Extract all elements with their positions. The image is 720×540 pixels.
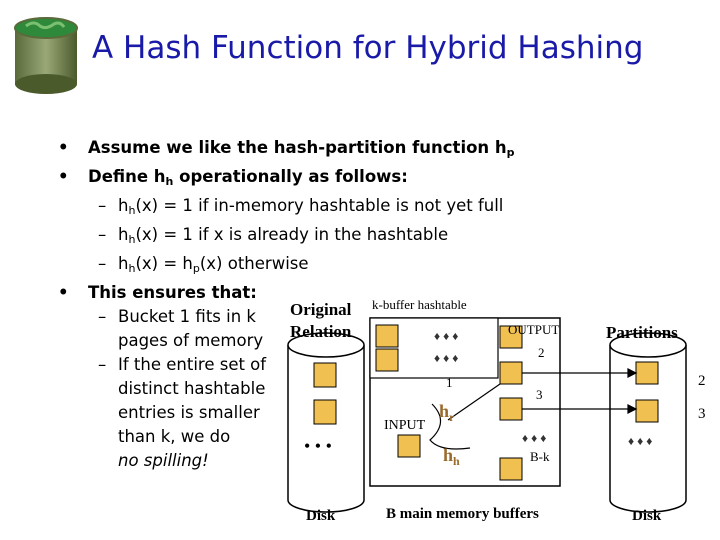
no-spilling-text: no spilling! (118, 451, 209, 470)
partitions-label: Partitions (606, 323, 678, 342)
output-number-2: 2 (538, 345, 545, 360)
svg-text:♦ ♦ ♦: ♦ ♦ ♦ (434, 351, 458, 365)
partition-number-2: 2 (698, 373, 706, 389)
slide-title: A Hash Function for Hybrid Hashing (92, 30, 644, 66)
bullet-2: •Define hh operationally as follows: (58, 167, 408, 188)
right-disk: ♦ ♦ ♦ (609, 332, 687, 513)
sub-bullet-3: –hh(x) = hp(x) otherwise (98, 254, 309, 275)
memory-label: B main memory buffers (386, 506, 539, 522)
ensure-item-2: –If the entire set of (98, 355, 267, 374)
database-logo-icon (14, 17, 78, 94)
ensure-item-1-cont: pages of memory (118, 331, 264, 350)
bullet-list: •Assume we like the hash-partition funct… (58, 136, 528, 473)
bk-label: B-k (530, 449, 550, 464)
svg-text:♦ ♦ ♦: ♦ ♦ ♦ (628, 434, 652, 448)
flow-arrows (522, 368, 638, 414)
input-label: INPUT (384, 418, 426, 433)
disk-right-label: Disk (632, 508, 662, 524)
left-disk: • • • (287, 332, 365, 513)
buffer-number-1: 1 (446, 375, 453, 390)
bullet-1: •Assume we like the hash-partition funct… (58, 138, 515, 159)
partition-number-3: 3 (698, 406, 706, 422)
svg-text:♦ ♦ ♦: ♦ ♦ ♦ (522, 431, 546, 445)
original-relation-label-1: Original (290, 300, 352, 319)
output-number-3: 3 (536, 387, 543, 402)
disk-left-label: Disk (306, 508, 336, 524)
bullet-3: •This ensures that: (58, 283, 257, 302)
sub-bullet-1: –hh(x) = 1 if in-memory hashtable is not… (98, 196, 504, 217)
svg-text:♦ ♦ ♦: ♦ ♦ ♦ (434, 329, 458, 343)
ensure-item-1: –Bucket 1 fits in k (98, 307, 256, 326)
sub-bullet-2: –hh(x) = 1 if x is already in the hashta… (98, 225, 449, 246)
output-label: OUTPUT (508, 322, 559, 337)
ensure-item-2-line4: than k, we do (118, 427, 231, 446)
hh-label: hh (443, 445, 460, 468)
kbuffer-label: k-buffer hashtable (372, 297, 467, 312)
svg-text:• • •: • • • (304, 436, 332, 456)
hr-label: hr (439, 401, 455, 424)
original-relation-label-2: Relation (290, 322, 352, 341)
ensure-item-2-line2: distinct hashtable (118, 379, 266, 398)
ensure-item-2-line3: entries is smaller (118, 403, 260, 422)
main-memory: ♦ ♦ ♦ ♦ ♦ ♦ ♦ ♦ ♦ (369, 317, 561, 487)
